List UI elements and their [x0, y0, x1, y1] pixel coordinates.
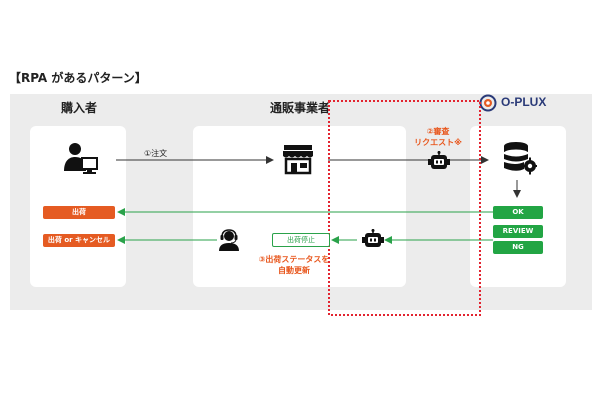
ship-button: 出荷: [43, 206, 115, 219]
stop-shipping-box: 出荷停止: [272, 233, 330, 247]
ship-or-cancel-button: 出荷 or キャンセル: [43, 234, 115, 247]
status-update-label-line1: ③出荷ステータスを: [258, 255, 330, 264]
rpa-highlight-frame: [328, 100, 481, 316]
database-gear-icon: [504, 142, 537, 175]
result-review-badge: REVIEW: [493, 225, 543, 238]
result-ng-badge: NG: [493, 241, 543, 254]
robot-icon: [428, 151, 450, 169]
store-icon: [283, 145, 313, 175]
person-computer-icon: [64, 143, 98, 174]
status-update-label: ③出荷ステータスを 自動更新: [246, 254, 342, 276]
review-request-label-line1: ②審査: [426, 127, 450, 136]
buyer-column-title: 購入者: [60, 101, 97, 115]
result-ok-badge: OK: [493, 206, 543, 219]
operator-headset-icon: [219, 229, 239, 251]
shield-logo-icon: [479, 94, 497, 112]
diagram-heading: 【RPA があるパターン】: [9, 71, 147, 85]
robot-icon: [362, 229, 384, 247]
merchant-column-title: 通販事業者: [269, 101, 330, 115]
order-label: ①注文: [144, 149, 168, 158]
oplux-logo: O-PLUX: [478, 94, 562, 112]
review-request-label-line2: リクエスト※: [414, 138, 462, 147]
review-request-label: ②審査 リクエスト※: [408, 126, 468, 148]
oplux-logo-text: O-PLUX: [501, 95, 547, 109]
status-update-label-line2: 自動更新: [278, 266, 310, 275]
